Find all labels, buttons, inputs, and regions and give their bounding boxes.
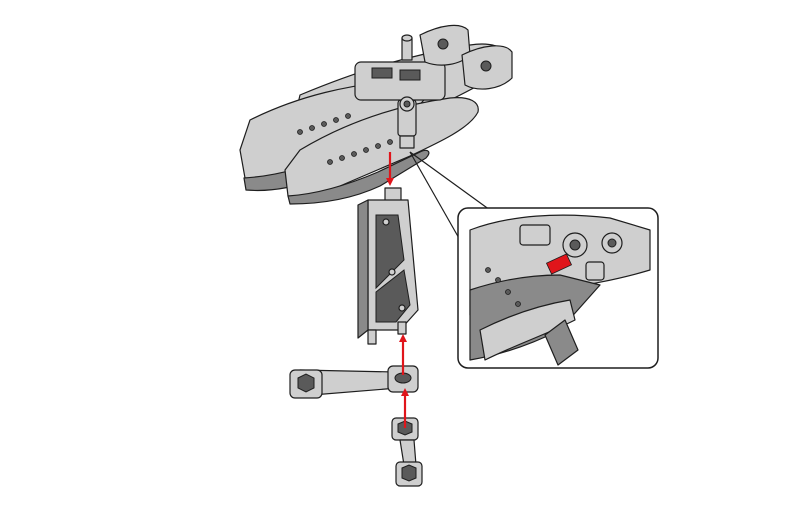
twin-blade-wing-icon xyxy=(239,24,513,205)
long-joint-arm-icon xyxy=(289,365,419,399)
magnified-detail-icon xyxy=(457,207,659,369)
attachment-slot-highlight xyxy=(545,253,573,275)
callout-leader-lines xyxy=(409,151,491,241)
short-joint-arm-icon xyxy=(391,417,423,487)
triangular-stand-plate-icon xyxy=(357,187,419,345)
